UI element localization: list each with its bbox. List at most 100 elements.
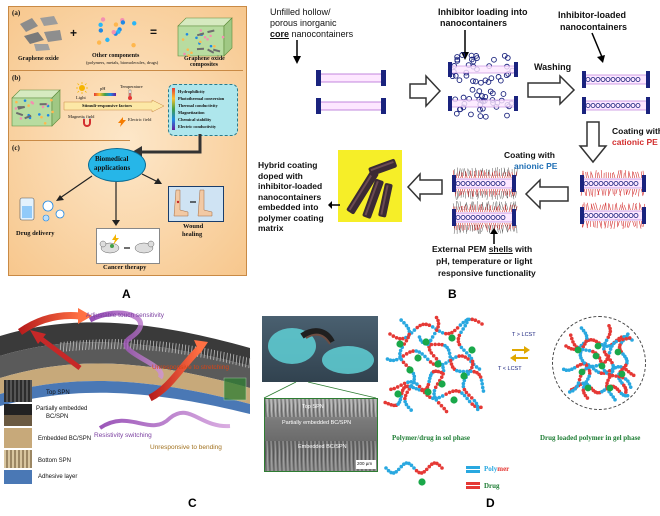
pe-strand [509, 190, 513, 198]
polymer-bead [582, 382, 587, 387]
pe-strand [637, 171, 640, 179]
sem-top-label: Top SPN [302, 404, 324, 410]
inhibitor-molecule [603, 181, 609, 186]
sem-fiber [374, 398, 377, 418]
pe-strand [510, 188, 513, 195]
pe-strand [505, 224, 508, 233]
inhibitor-molecule [482, 77, 489, 84]
sem-fiber [346, 398, 349, 418]
pe-strand [484, 222, 487, 229]
polymer-bead [584, 333, 589, 338]
polymer-bead [610, 344, 614, 348]
sem-fiber [276, 398, 279, 418]
pe-strand [502, 224, 504, 234]
polymer-bead [450, 330, 454, 335]
pe-strand [485, 203, 487, 211]
polymer-bead [457, 333, 462, 338]
pe-strand [509, 172, 512, 179]
spn-fiber [178, 343, 180, 354]
polymer-bead [614, 374, 618, 378]
spn-fiber [229, 353, 231, 364]
spn-fiber [162, 341, 164, 352]
sem-fiber [332, 440, 335, 472]
polymer-bead [463, 355, 468, 359]
spn-fiber [235, 354, 238, 366]
pe-strand [473, 201, 476, 211]
sem-fiber [298, 440, 301, 472]
spn-fiber [104, 339, 107, 350]
pe-strand [493, 206, 495, 213]
polymer-bead [412, 466, 416, 470]
spn-fiber [94, 339, 97, 350]
inhibitor-molecule [465, 215, 471, 220]
sem-fiber [324, 440, 327, 472]
polymer-bead [389, 387, 393, 392]
polymer-bead [584, 380, 589, 384]
composite-dot [40, 115, 43, 119]
polymer-bead [420, 352, 424, 356]
composite-dot [15, 100, 18, 104]
pe-strand [613, 220, 616, 229]
component-dot [111, 29, 116, 35]
polymer-bead [399, 357, 404, 362]
pe-strand [498, 188, 501, 195]
legend-polymer-b: mer [497, 465, 510, 473]
pe-strand [590, 203, 594, 211]
sem-fiber [294, 440, 297, 472]
pe-strand [601, 188, 604, 196]
polymer-bead [456, 339, 461, 344]
polymer-bead [617, 338, 622, 343]
pem-label-1: External PEM shells with [432, 244, 532, 254]
panel-d-letter: D [486, 496, 495, 510]
polymer-bead [437, 342, 441, 347]
spn-fiber [203, 348, 206, 359]
pe-strand [489, 206, 492, 213]
polymer-bead [444, 392, 448, 396]
sheet-fragment [196, 32, 205, 37]
polymer-bead [398, 351, 402, 356]
composite-dot [206, 37, 209, 41]
pe-strand [615, 202, 618, 211]
divider-b-c [10, 140, 130, 141]
inhibitor-molecule [625, 77, 631, 82]
pe-strand [641, 220, 643, 227]
polymer-bead [609, 392, 613, 397]
spn-fiber [101, 339, 103, 350]
polymer-bead [461, 384, 466, 389]
pe-strand [474, 204, 477, 213]
composite-dot [27, 104, 30, 107]
polymer-bead [604, 338, 609, 343]
sol-phase-label: Polymer/drug in sol phase [392, 434, 470, 442]
pe-strand [453, 224, 456, 234]
sem-fiber [268, 398, 271, 418]
nanotube-cap [580, 207, 584, 224]
pe-strand [628, 203, 631, 211]
polymer-bead [408, 350, 412, 354]
inhibitor-molecule [463, 72, 470, 79]
composite-dot [19, 117, 23, 120]
polymer-bead [428, 360, 433, 364]
pe-strand [508, 204, 511, 213]
sem-fiber [286, 440, 289, 472]
sem-fiber [302, 440, 305, 472]
polymer-bead [479, 378, 484, 383]
polymer-bead [594, 363, 599, 368]
panel-a-letter: A [122, 287, 131, 301]
drug-particle [618, 370, 626, 378]
temperature-label: Temperature [120, 84, 143, 89]
legend-top-spn-swatch [4, 380, 32, 402]
polymer-bead [591, 349, 595, 354]
hybrid-line: Hybrid coating [258, 160, 318, 170]
sem-fiber [304, 440, 307, 472]
sun-icon [76, 82, 88, 94]
polymer-bead [473, 318, 478, 323]
sem-fiber [330, 398, 333, 418]
polymer-bead [607, 372, 612, 377]
pe-strand [598, 172, 600, 179]
pe-strand [469, 206, 471, 213]
pe-strand [470, 190, 472, 199]
sem-fiber [336, 398, 339, 418]
polymer-bead [446, 348, 451, 352]
pe-strand [484, 190, 487, 198]
pe-strand [474, 171, 477, 179]
